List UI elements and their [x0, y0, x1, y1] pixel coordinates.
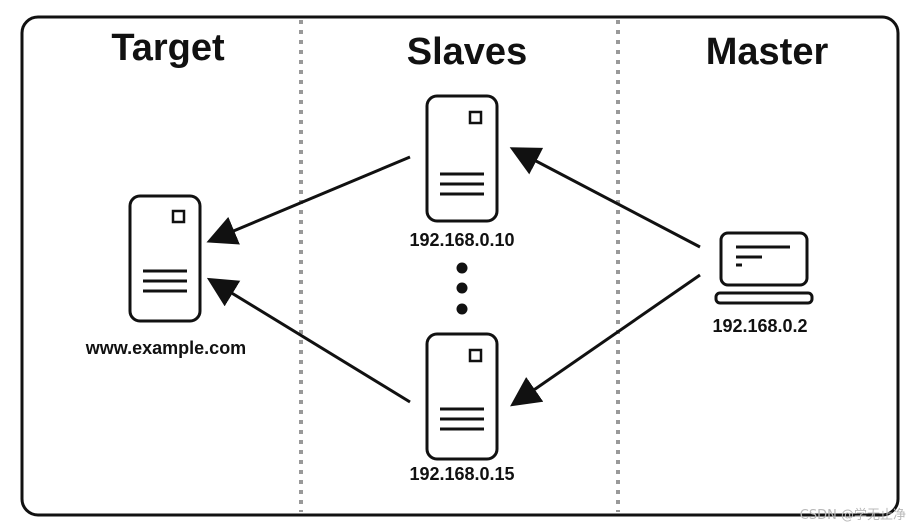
column-title-master: Master	[706, 31, 829, 73]
master-label: 192.168.0.2	[712, 316, 807, 336]
column-title-slaves: Slaves	[407, 31, 527, 73]
more-slaves-ellipsis	[456, 262, 468, 315]
watermark: CSDN @学无止净	[799, 508, 906, 523]
slave-1-label: 192.168.0.10	[409, 230, 514, 250]
arrow-slave-1-to-target	[206, 155, 411, 245]
arrow-slave-2-to-target	[206, 277, 411, 404]
target-server-icon	[128, 194, 202, 323]
slave-server-2-icon	[425, 332, 499, 461]
arrow-master-to-slave-1	[509, 147, 701, 249]
arrow-master-to-slave-2	[510, 273, 701, 407]
slave-server-1-icon	[425, 94, 499, 223]
master-laptop-icon	[714, 231, 814, 305]
column-title-target: Target	[111, 27, 225, 69]
slave-2-label: 192.168.0.15	[409, 464, 514, 484]
target-label: www.example.com	[85, 338, 246, 358]
